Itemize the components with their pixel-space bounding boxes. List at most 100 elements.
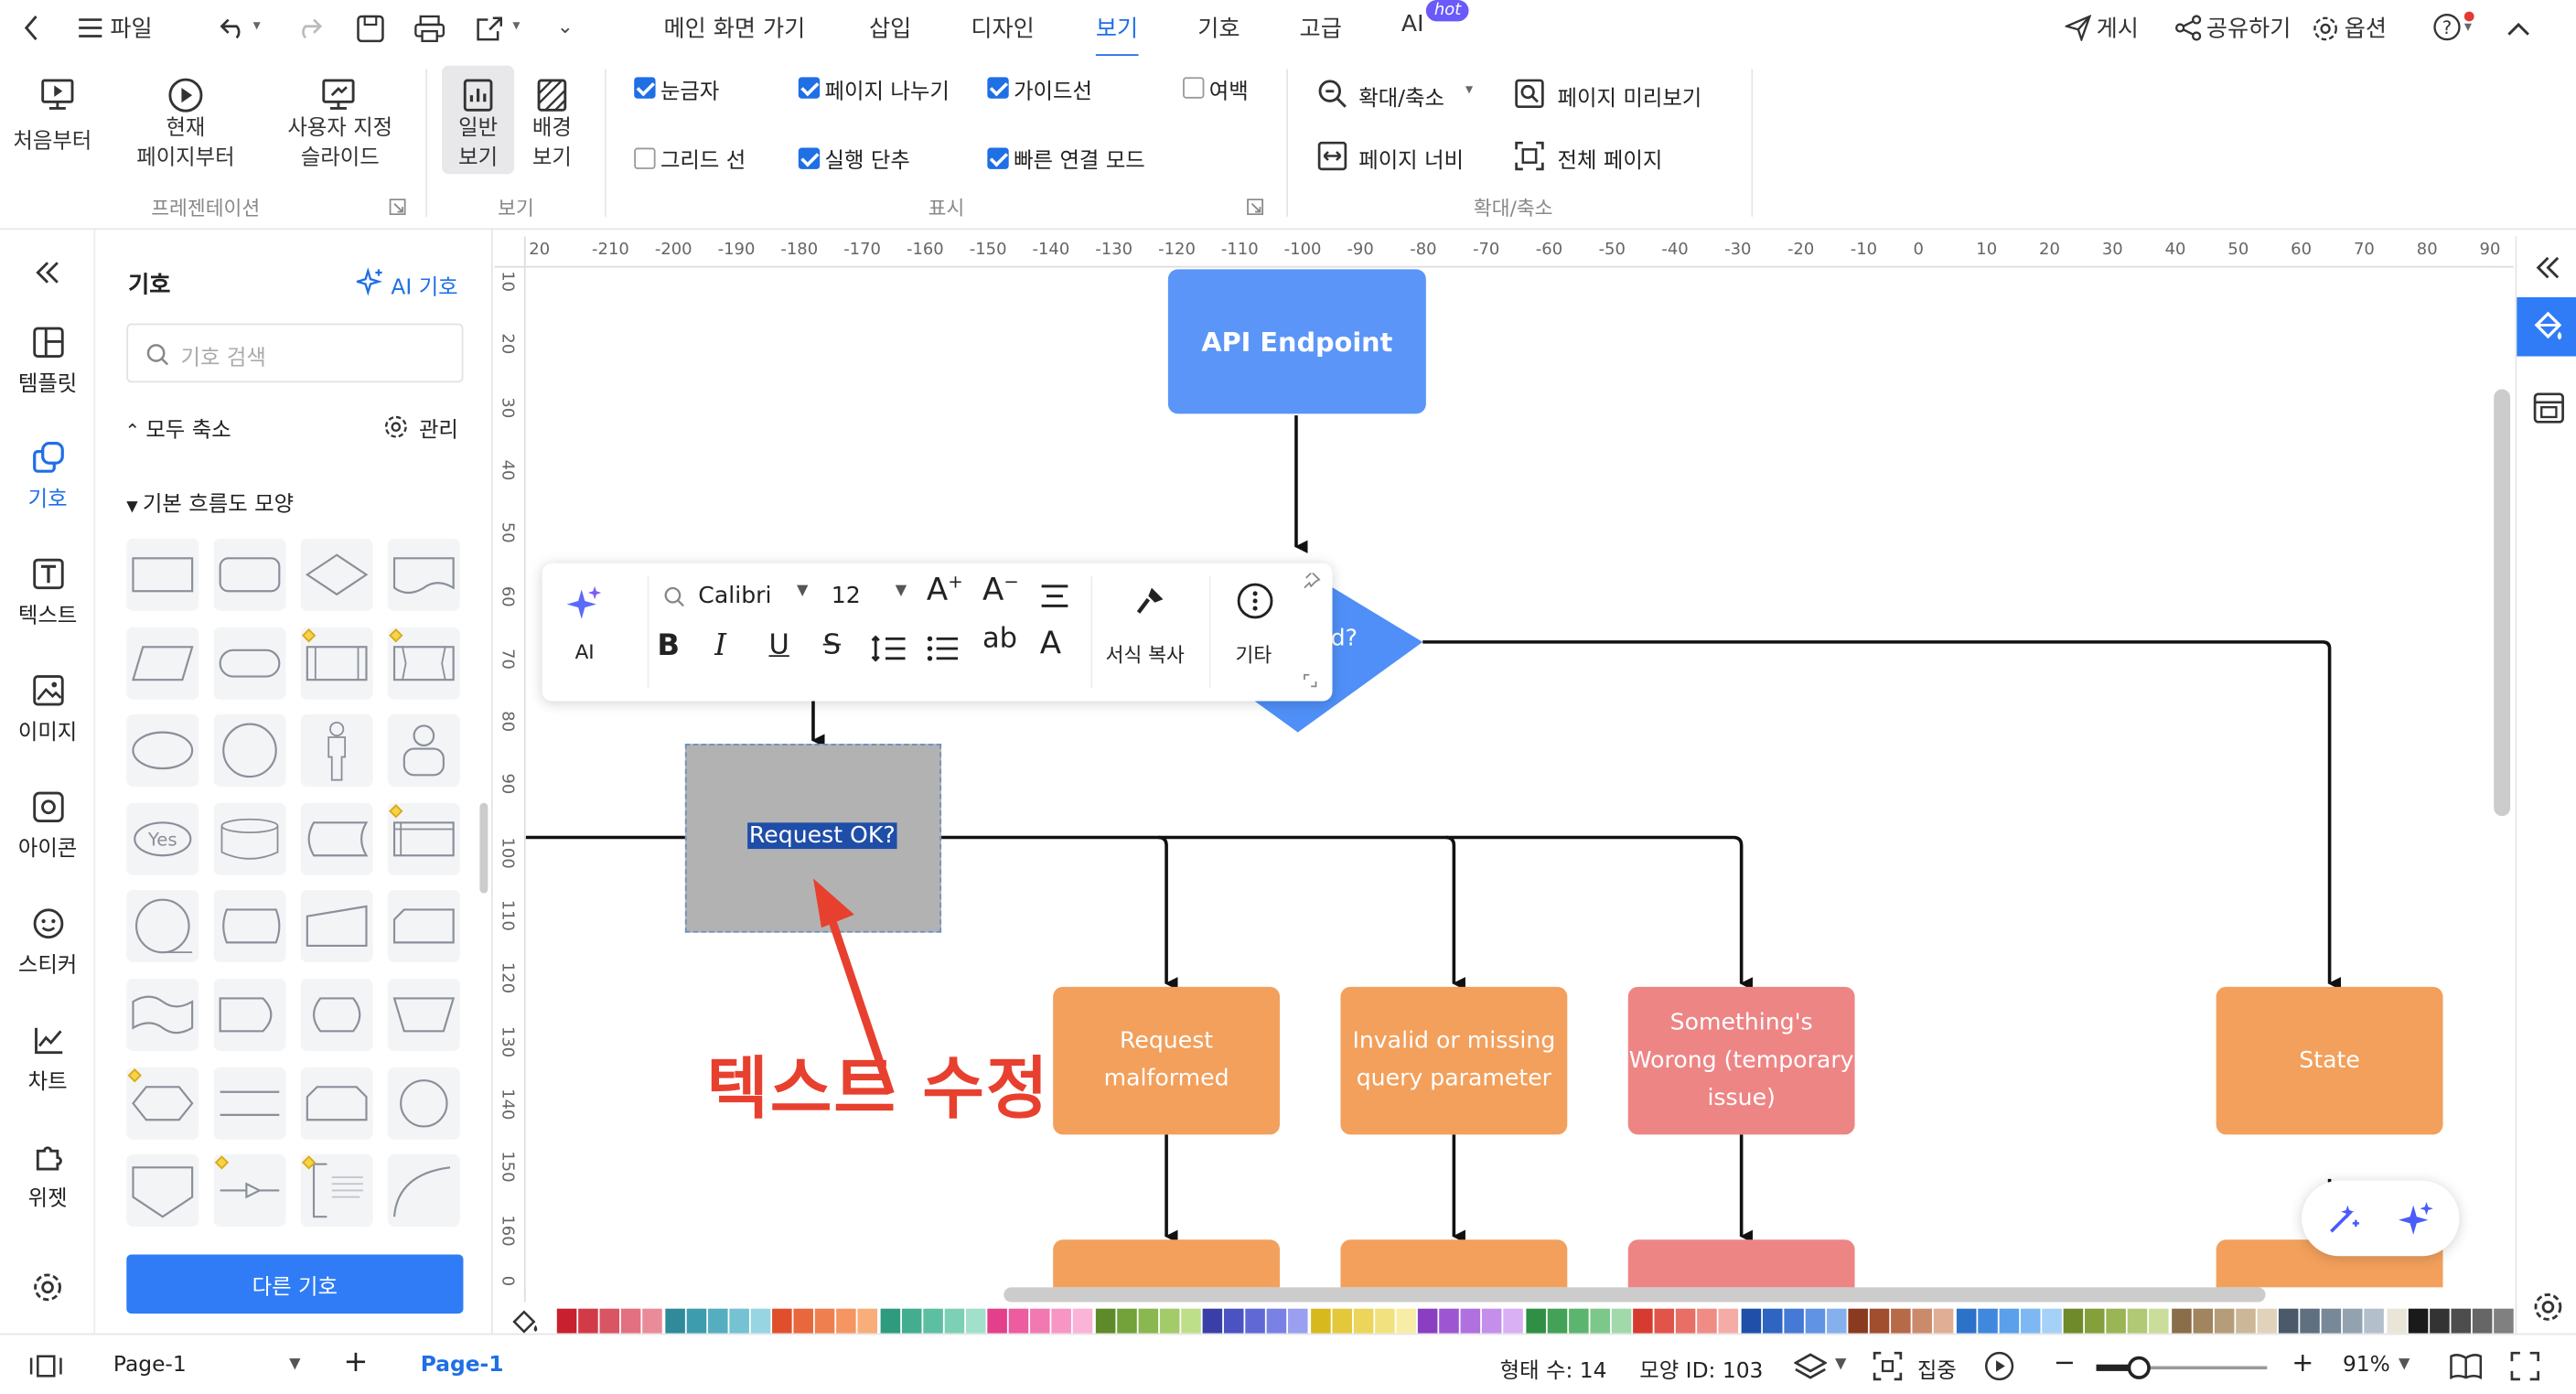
focus-mode-button[interactable]: 집중 (1916, 1359, 1957, 1385)
help-icon[interactable]: ? (2431, 12, 2461, 41)
next-node-2[interactable] (1340, 1239, 1568, 1288)
page-selector-dropdown-icon[interactable]: ▼ (289, 1356, 301, 1373)
next-node-3[interactable] (1627, 1239, 1855, 1288)
color-swatch[interactable] (815, 1308, 835, 1335)
color-swatch[interactable] (750, 1308, 771, 1335)
color-swatch[interactable] (599, 1308, 620, 1335)
color-swatch[interactable] (1891, 1308, 1911, 1335)
font-color-icon[interactable]: A (1039, 625, 1062, 662)
color-swatch[interactable] (2343, 1308, 2364, 1335)
focus-icon[interactable] (1872, 1350, 1905, 1383)
options-button[interactable]: 옵션 (2344, 16, 2388, 43)
whole-page-button[interactable]: 전체 페이지 (1557, 149, 1663, 175)
color-swatch[interactable] (2149, 1308, 2170, 1335)
normal-view-button[interactable] (442, 65, 515, 175)
add-page-icon[interactable]: + (343, 1345, 369, 1379)
export-dropdown-icon[interactable]: ▾ (512, 17, 521, 35)
play-icon[interactable] (1983, 1350, 2016, 1383)
bullet-list-icon[interactable] (925, 632, 961, 665)
zoom-dropdown-icon[interactable]: ▾ (1465, 81, 1474, 99)
undo-icon[interactable] (219, 13, 248, 42)
tab-ai[interactable]: AI (1401, 11, 1424, 38)
color-swatch[interactable] (2472, 1308, 2493, 1335)
flowchart-shape[interactable] (387, 538, 460, 611)
color-swatch[interactable] (729, 1308, 749, 1335)
from-start-button[interactable]: 처음부터 (13, 129, 92, 155)
color-swatch[interactable] (772, 1308, 792, 1335)
right-settings-icon[interactable] (2530, 1289, 2567, 1324)
nav-image[interactable]: 이미지 (0, 671, 95, 745)
color-swatch[interactable] (1159, 1308, 1180, 1335)
flowchart-shape[interactable] (300, 1154, 373, 1228)
zoom-button[interactable]: 확대/축소 (1358, 87, 1445, 113)
color-swatch[interactable] (685, 1308, 706, 1335)
color-swatch[interactable] (1956, 1308, 1976, 1335)
fill-bucket-icon[interactable] (508, 1307, 544, 1336)
color-swatch[interactable] (1224, 1308, 1244, 1335)
layers-dropdown-icon[interactable]: ▼ (1835, 1356, 1847, 1373)
font-shrink-icon[interactable]: A− (982, 571, 1019, 608)
style-panel-button[interactable] (2517, 296, 2576, 357)
color-swatch[interactable] (2042, 1308, 2062, 1335)
size-dropdown-icon[interactable]: ▼ (895, 583, 907, 600)
color-swatch[interactable] (1676, 1308, 1696, 1335)
tab-symbols[interactable]: 기호 (1197, 16, 1240, 43)
print-icon[interactable] (413, 12, 445, 45)
selected-text[interactable]: Request OK? (747, 822, 897, 850)
color-swatch[interactable] (2365, 1308, 2385, 1335)
italic-icon[interactable]: I (714, 628, 727, 664)
color-swatch[interactable] (1094, 1308, 1115, 1335)
flowchart-shape[interactable] (213, 1154, 286, 1228)
color-swatch[interactable] (1568, 1308, 1589, 1335)
color-swatch[interactable] (1740, 1308, 1761, 1335)
flowchart-shape[interactable] (387, 802, 460, 875)
zoom-slider-handle[interactable] (2127, 1356, 2151, 1379)
symbol-search-input[interactable]: 기호 검색 (126, 323, 464, 383)
page-break-checkbox[interactable] (798, 77, 821, 99)
zoom-dropdown-icon[interactable]: ▼ (2399, 1356, 2410, 1373)
color-swatch[interactable] (965, 1308, 986, 1335)
more-button[interactable]: 기타 (1235, 643, 1272, 667)
color-swatch[interactable] (836, 1308, 857, 1335)
color-swatch[interactable] (1310, 1308, 1330, 1335)
color-swatch[interactable] (1245, 1308, 1266, 1335)
selected-request-ok-node[interactable]: Request OK? (684, 744, 942, 933)
flowchart-shape[interactable] (213, 626, 286, 699)
color-swatch[interactable] (1073, 1308, 1093, 1335)
flowchart-shape[interactable] (300, 978, 373, 1051)
flowchart-shape[interactable] (126, 890, 199, 963)
color-swatch[interactable] (621, 1308, 641, 1335)
color-swatch[interactable] (2494, 1308, 2514, 1335)
nav-icons[interactable]: 아이콘 (0, 788, 95, 862)
color-swatch[interactable] (2278, 1308, 2299, 1335)
color-swatch[interactable] (1633, 1308, 1653, 1335)
action-button-checkbox[interactable] (798, 147, 821, 169)
margin-checkbox[interactable] (1183, 77, 1205, 99)
color-swatch[interactable] (793, 1308, 814, 1335)
font-grow-icon[interactable]: A+ (926, 571, 963, 608)
color-swatch[interactable] (858, 1308, 878, 1335)
flowchart-shape[interactable]: Yes (126, 802, 199, 875)
flowchart-shape[interactable] (213, 714, 286, 788)
color-swatch[interactable] (1482, 1308, 1502, 1335)
file-menu[interactable]: 파일 (110, 16, 153, 43)
api-endpoint-node[interactable]: API Endpoint (1167, 269, 1426, 414)
color-swatch[interactable] (578, 1308, 598, 1335)
ruler-checkbox[interactable] (634, 77, 656, 99)
color-swatch[interactable] (1267, 1308, 1287, 1335)
book-icon[interactable] (2448, 1350, 2485, 1383)
pin-icon[interactable] (1301, 570, 1321, 590)
expand-group-icon[interactable] (1245, 197, 1265, 217)
color-swatch[interactable] (1611, 1308, 1632, 1335)
flowchart-shape[interactable] (300, 714, 373, 788)
color-swatch[interactable] (2063, 1308, 2084, 1335)
page-selector[interactable]: Page-1 (113, 1353, 187, 1378)
undo-dropdown-icon[interactable]: ▾ (252, 17, 261, 35)
color-swatch[interactable] (1826, 1308, 1847, 1335)
color-swatch[interactable] (1460, 1308, 1481, 1335)
flowchart-shape[interactable] (387, 626, 460, 699)
